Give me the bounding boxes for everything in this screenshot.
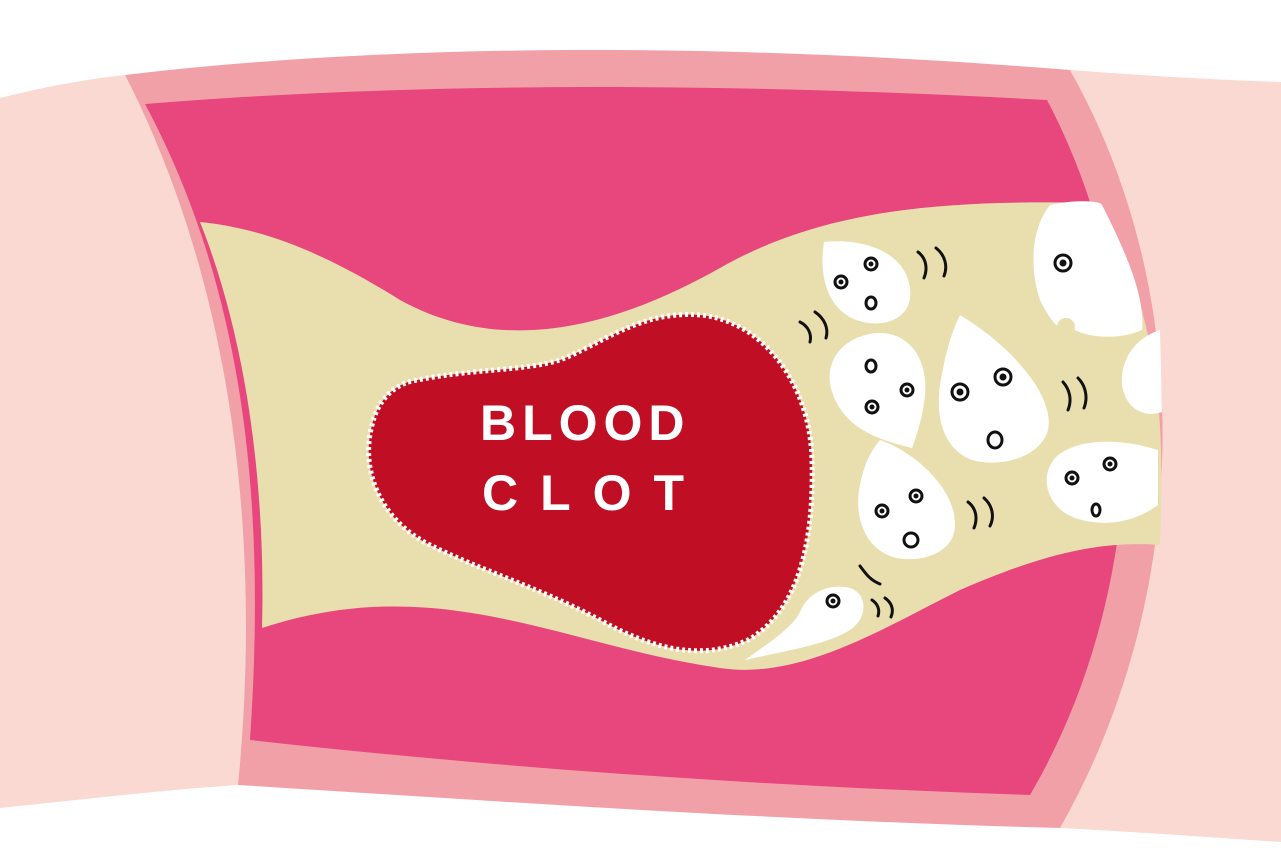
- eye-icon: [863, 256, 879, 272]
- eye-icon: [950, 382, 970, 402]
- eye-icon: [825, 593, 841, 609]
- eye-icon: [1102, 456, 1118, 472]
- clot-label-line2: CLOT: [482, 465, 706, 521]
- cell-1: [822, 241, 911, 324]
- mouth-icon: [902, 531, 920, 549]
- cell-6: [745, 586, 864, 660]
- cell-5: [1046, 441, 1158, 523]
- clot-label-line1: BLOOD: [480, 395, 691, 451]
- skin-right: [1060, 70, 1281, 842]
- eye-icon: [874, 503, 890, 519]
- eye-icon: [899, 382, 915, 398]
- mouth-icon: [864, 295, 878, 311]
- motion-lines-icon: [798, 246, 1088, 619]
- mouth-icon: [986, 430, 1004, 450]
- eye-icon: [1064, 470, 1080, 486]
- eye-pupils: [830, 259, 1113, 604]
- cell-2: [829, 332, 926, 448]
- eye-icon: [993, 367, 1013, 387]
- cell-3: [938, 315, 1049, 463]
- skin-left: [0, 75, 246, 808]
- cell-notch: [1057, 318, 1075, 336]
- mouth-icon: [864, 358, 878, 374]
- eye-icon: [864, 399, 880, 415]
- cell-4: [858, 440, 955, 560]
- eye-icon: [1053, 253, 1073, 273]
- eye-icon: [908, 488, 924, 504]
- eye-icon: [833, 274, 849, 290]
- clot-border: [366, 312, 815, 654]
- cell-faces: [825, 253, 1118, 609]
- cell-top-right: [1033, 201, 1143, 337]
- cell-right-edge: [1121, 330, 1162, 414]
- trapped-cells: [745, 201, 1162, 660]
- mouth-icon: [1090, 502, 1102, 518]
